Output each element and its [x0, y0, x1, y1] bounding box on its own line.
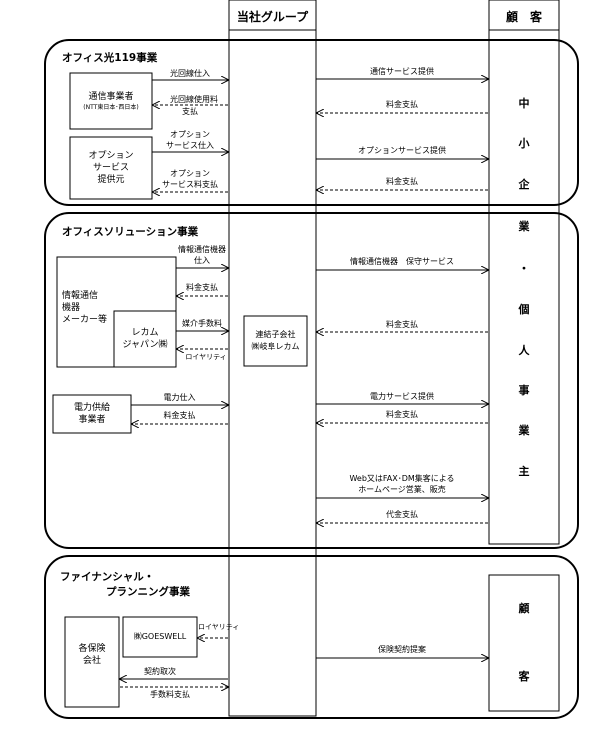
subsidiary-line1: 連結子会社	[255, 330, 296, 339]
section-title-hikari: オフィス光119事業	[62, 52, 158, 64]
flow-insurance-proposal: 保険契約提案	[378, 645, 426, 654]
flow-commission-pay: 手数料支払	[150, 690, 190, 699]
flow-power-purchase: 電力仕入	[163, 393, 196, 402]
section-title-solution: オフィスソリューション事業	[62, 226, 199, 238]
maker-label: 情報通信 機器 メーカー等	[62, 290, 112, 340]
power-label: 電力供給 事業者	[53, 395, 131, 433]
subsidiary-line2: ㈱岐阜レカム	[251, 342, 300, 351]
customer-char-3: 企	[518, 178, 530, 191]
option-provider-line3: 提供元	[97, 175, 125, 185]
flow-fee-pay-4: 料金支払	[386, 320, 418, 329]
flow-fee-pay-1: 料金支払	[386, 100, 418, 109]
section-frame-hikari	[44, 39, 579, 206]
customer-char-1: 中	[518, 97, 530, 110]
flow-fee-pay-2: 料金支払	[386, 177, 418, 186]
recom-japan-label: レカム ジャパン㈱	[114, 311, 176, 367]
customer-char-8: 事	[518, 384, 530, 397]
subsidiary-label: 連結子会社 ㈱岐阜レカム	[244, 316, 307, 366]
customer-char-10: 主	[518, 465, 530, 478]
flow-option-fee-2: サービス料支払	[162, 180, 218, 189]
customer-char-5: ・	[518, 262, 530, 275]
flow-royalty-1: ロイヤリティ	[185, 353, 227, 361]
group-column	[228, 0, 317, 717]
flow-fee-pay-6: 料金支払	[386, 410, 418, 419]
insurance-line1: 各保険	[78, 644, 106, 654]
power-line1: 電力供給	[73, 403, 110, 413]
goeswell-label: ㈱GOESWELL	[133, 632, 187, 641]
customer-header: 顧 客	[505, 10, 542, 24]
customer-column	[488, 0, 560, 545]
option-provider-line2: サービス	[92, 163, 129, 173]
option-provider-line1: オプション	[88, 151, 134, 161]
section-title-financial-2: プランニング事業	[106, 586, 190, 598]
carrier-name: 通信事業者	[88, 91, 134, 102]
customer-char-2: 小	[518, 137, 530, 150]
flow-equip-service: 情報通信機器 保守サービス	[350, 257, 454, 266]
flow-commission: 媒介手数料	[182, 319, 222, 328]
flow-line-purchase: 光回線仕入	[170, 69, 210, 78]
flow-line-fee-1: 光回線使用料	[170, 95, 218, 104]
carrier-box	[69, 72, 153, 130]
power-line2: 事業者	[78, 415, 106, 425]
flow-web-2: ホームページ営業、販売	[358, 485, 446, 494]
flow-fee-pay-3: 料金支払	[186, 283, 218, 292]
customer-lower-char-2: 客	[518, 670, 530, 683]
section-frame-solution	[44, 212, 579, 549]
option-provider-box	[69, 136, 153, 200]
flow-option-purchase-1: オプション	[170, 130, 210, 139]
maker-line2: 機器	[62, 303, 81, 313]
flow-comm-service: 通信サービス提供	[370, 67, 434, 76]
recom-japan-line1: レカム	[131, 328, 159, 338]
customer-column-lower	[488, 574, 560, 712]
recom-japan-box	[113, 310, 177, 368]
flow-option-purchase-2: サービス仕入	[166, 141, 214, 150]
flow-line-fee-2: 支払	[182, 107, 198, 116]
flow-fee-pay-5: 料金支払	[163, 411, 196, 420]
maker-line1: 情報通信	[62, 291, 99, 301]
carrier-label: 通信事業者 (NTT東日本･西日本)	[70, 73, 152, 129]
customer-char-7: 人	[518, 344, 530, 357]
section-title-financial-1: ファイナンシャル・	[60, 571, 155, 583]
group-header: 当社グループ	[236, 10, 309, 24]
carrier-sub: (NTT東日本･西日本)	[83, 103, 139, 111]
insurance-line2: 会社	[82, 656, 101, 666]
maker-line3: メーカー等	[62, 315, 108, 325]
flow-power-service: 電力サービス提供	[370, 392, 434, 401]
flow-web-1: Web又はFAX･DM集客による	[349, 474, 455, 483]
customer-lower-char-1: 顧	[518, 602, 530, 615]
insurance-label: 各保険 会社	[65, 640, 119, 670]
recom-japan-line2: ジャパン㈱	[122, 340, 168, 350]
flow-cash-pay: 代金支払	[386, 510, 418, 519]
customer-char-6: 個	[518, 303, 530, 316]
flow-option-service: オプションサービス提供	[358, 146, 446, 155]
flow-equip-purchase-2: 仕入	[194, 256, 210, 265]
flow-royalty-2: ロイヤリティ	[198, 623, 240, 631]
flow-contract: 契約取次	[144, 667, 176, 676]
option-provider-label: オプション サービス 提供元	[70, 137, 152, 199]
section-frame-financial	[44, 555, 579, 719]
subsidiary-box	[243, 315, 308, 367]
customer-char-4: 業	[518, 220, 530, 233]
insurance-box	[64, 616, 120, 708]
flow-option-fee-1: オプション	[170, 169, 210, 178]
power-box	[52, 394, 132, 434]
customer-char-9: 業	[518, 424, 530, 437]
flow-equip-purchase-1: 情報通信機器	[178, 245, 226, 254]
